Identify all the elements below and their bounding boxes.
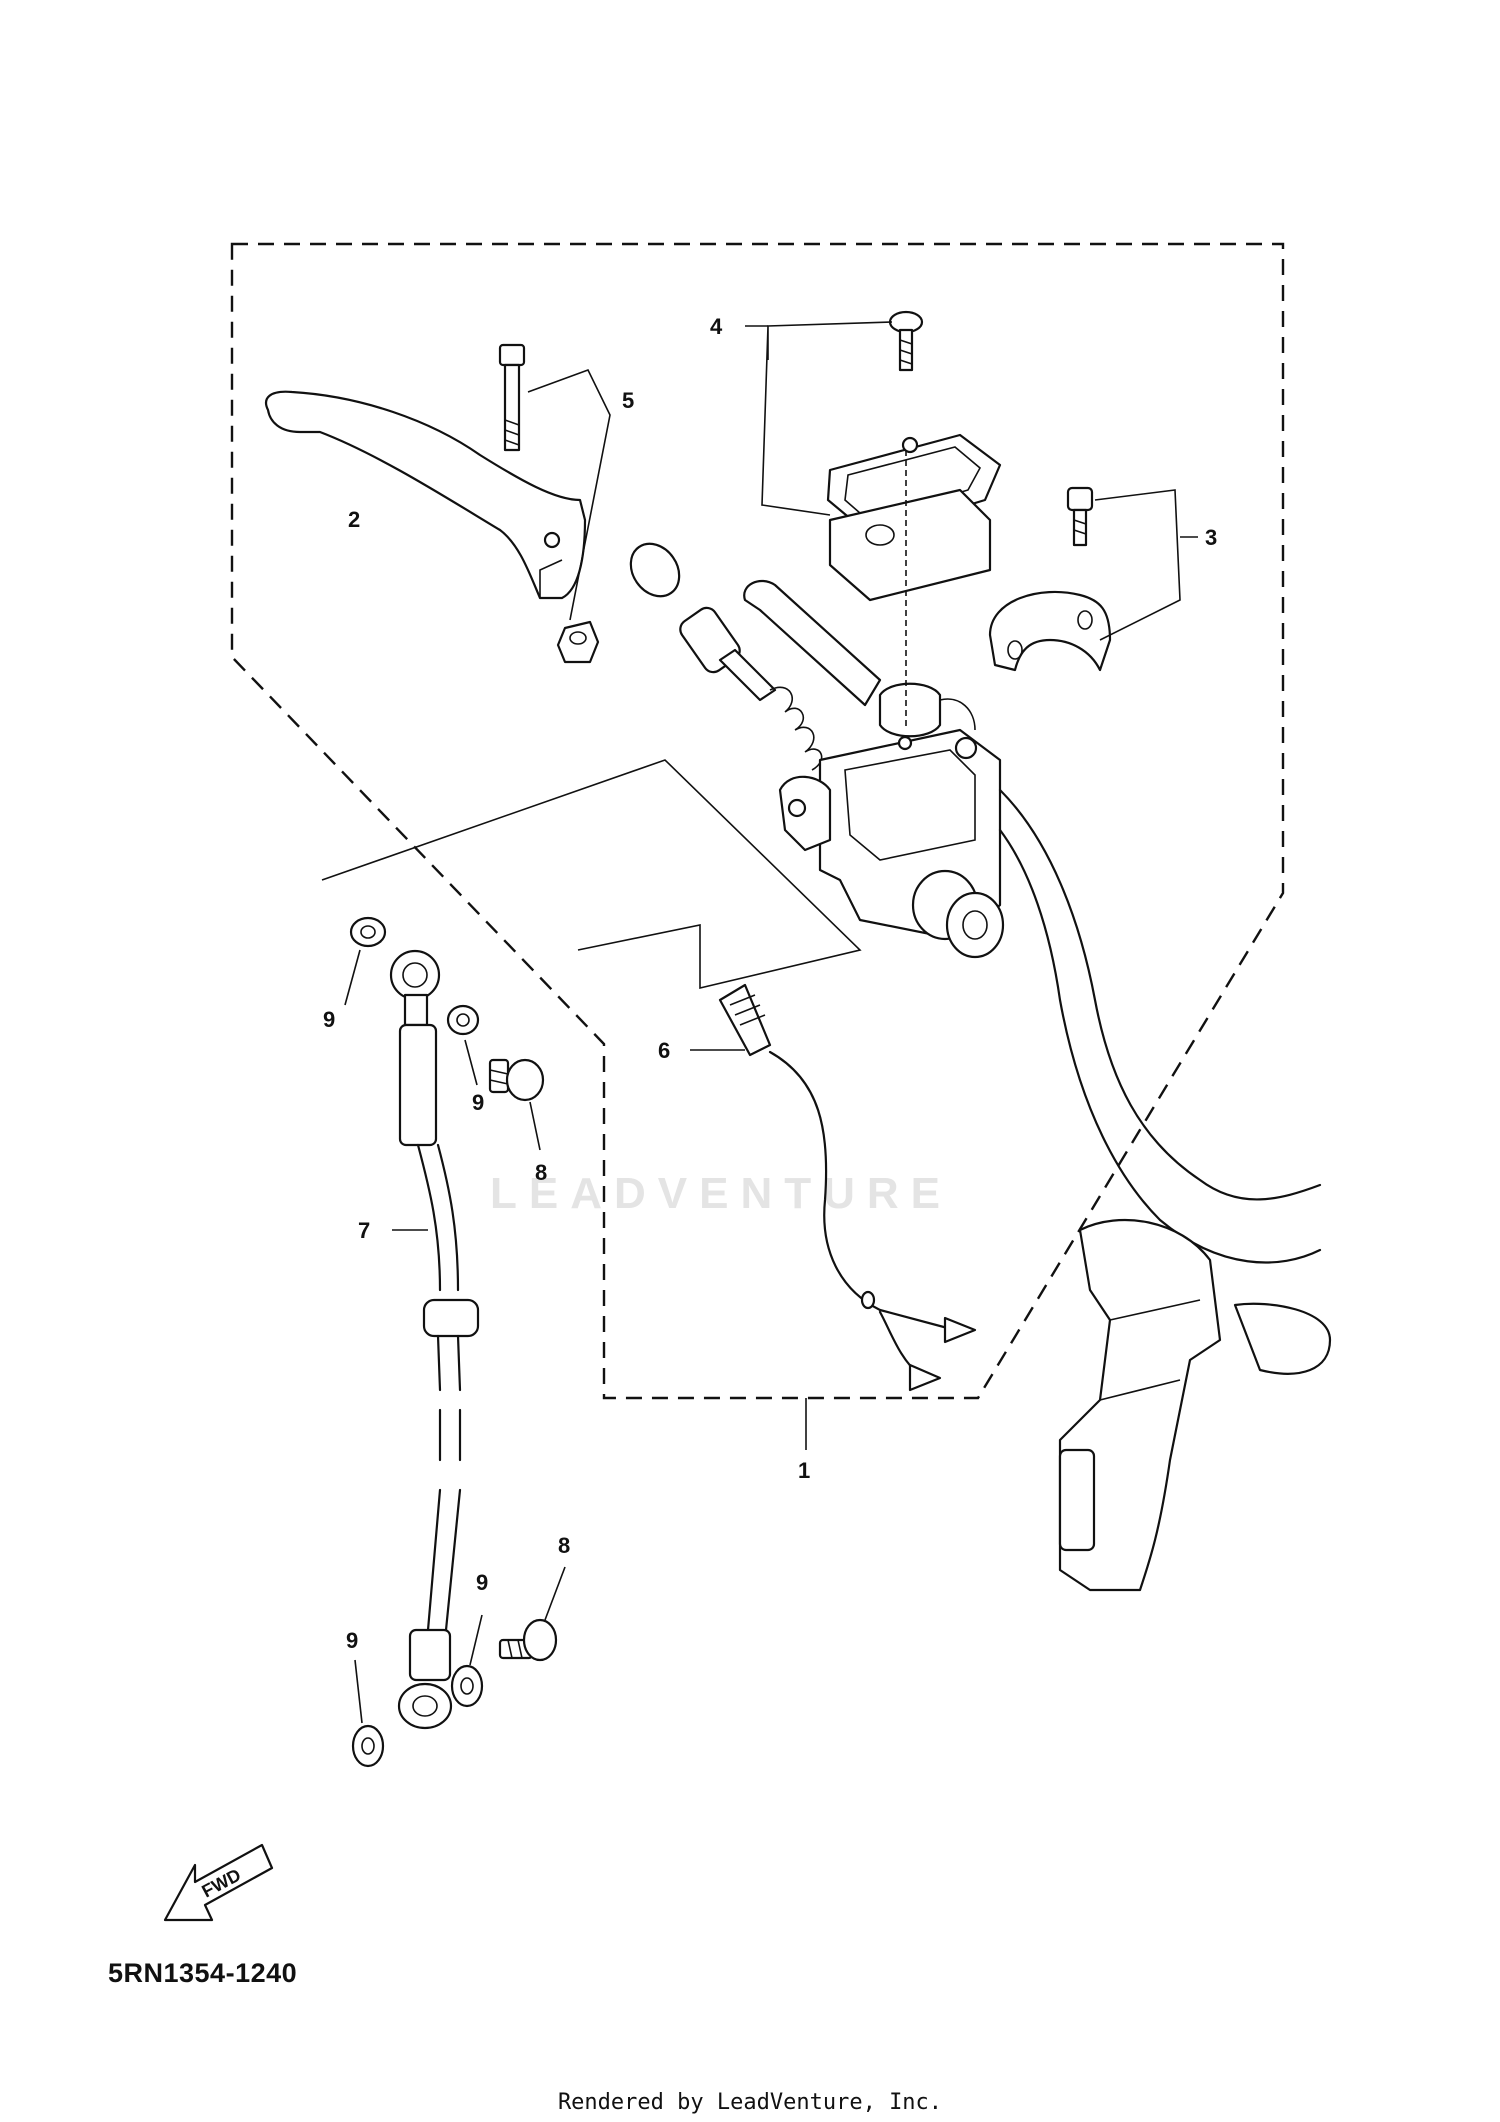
assembly-outline bbox=[230, 242, 1285, 1400]
leader-5 bbox=[527, 369, 611, 621]
handlebar-switch-housing bbox=[1058, 1218, 1332, 1592]
callout-8-lower: 8 bbox=[558, 1533, 570, 1558]
watermark-text: LEADVENTURE bbox=[490, 1169, 952, 1218]
leader-8a bbox=[529, 1101, 541, 1151]
handlebar-holder bbox=[988, 590, 1112, 672]
union-bolt-1 bbox=[488, 1058, 545, 1102]
leader-3 bbox=[1094, 489, 1181, 641]
callout-2: 2 bbox=[348, 507, 360, 532]
lever-bolt bbox=[498, 343, 526, 452]
piston-kit bbox=[629, 542, 823, 771]
cap-screw bbox=[888, 310, 924, 372]
copper-washer-2 bbox=[446, 1004, 480, 1036]
fwd-arrow-icon: FWD bbox=[163, 1843, 274, 1922]
callout-9-lower-right: 9 bbox=[476, 1570, 488, 1595]
lever-nut bbox=[556, 620, 600, 664]
callout-8-upper: 8 bbox=[535, 1160, 547, 1185]
holder-bolt bbox=[1066, 486, 1094, 547]
callout-9-lower-left: 9 bbox=[346, 1628, 358, 1653]
leader-9a bbox=[344, 949, 361, 1006]
render-credit: Rendered by LeadVenture, Inc. bbox=[557, 2090, 943, 2115]
callout-9-upper-left: 9 bbox=[323, 1007, 335, 1032]
brake-hose bbox=[389, 949, 480, 1730]
reservoir-cap bbox=[826, 433, 1002, 602]
callout-7: 7 bbox=[358, 1218, 370, 1243]
callout-4: 4 bbox=[710, 314, 723, 339]
leader-9b bbox=[464, 1039, 478, 1086]
callout-6: 6 bbox=[658, 1038, 670, 1063]
callout-1: 1 bbox=[798, 1458, 810, 1483]
callout-3: 3 bbox=[1205, 525, 1217, 550]
leader-9d bbox=[354, 1659, 363, 1724]
brake-switch bbox=[718, 983, 977, 1392]
brake-lever bbox=[265, 390, 587, 600]
handlebar bbox=[743, 579, 1322, 1264]
inner-kit-outline bbox=[321, 759, 862, 990]
master-cylinder-body bbox=[778, 682, 1005, 959]
diagram-part-code: 5RN1354-1240 bbox=[108, 1958, 298, 1988]
callout-5: 5 bbox=[622, 388, 634, 413]
callout-9-upper-right: 9 bbox=[472, 1090, 484, 1115]
leader-8b bbox=[544, 1566, 566, 1621]
copper-washer-3 bbox=[450, 1664, 484, 1708]
leader-9c bbox=[469, 1614, 483, 1666]
copper-washer-1 bbox=[349, 916, 387, 948]
copper-washer-4 bbox=[351, 1724, 385, 1768]
union-bolt-2 bbox=[498, 1618, 558, 1662]
